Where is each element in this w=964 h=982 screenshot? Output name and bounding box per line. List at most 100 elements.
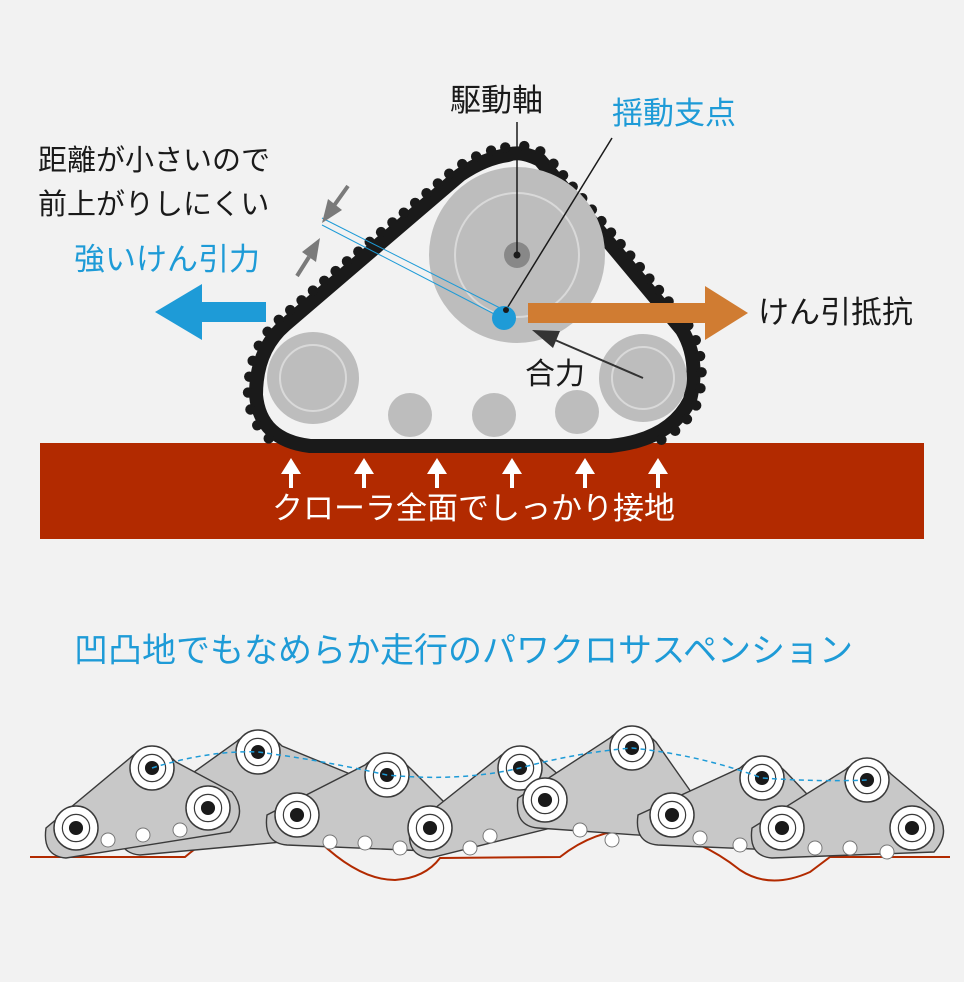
track-tooth — [247, 355, 258, 367]
contact-arrow — [354, 458, 374, 488]
track-tooth — [242, 387, 254, 398]
track-tooth — [409, 197, 421, 209]
suspension-illustration — [30, 725, 950, 882]
track-tooth — [307, 285, 319, 296]
link-wheel-hub — [774, 820, 790, 836]
track-tooth — [263, 433, 274, 444]
contact-arrow — [427, 458, 447, 488]
distance-label-line1: 距離が小さいので — [38, 143, 271, 177]
link-wheel-hub — [859, 772, 875, 788]
track-tooth — [557, 169, 569, 181]
link-wheel-hub — [664, 807, 680, 823]
link-wheel-hub — [537, 792, 553, 808]
track-tooth — [470, 151, 482, 162]
road-wheel — [472, 393, 516, 437]
contact-arrow-head — [354, 458, 374, 474]
link-hole — [392, 840, 408, 856]
distance-arrow-top — [322, 184, 350, 223]
track-tooth — [535, 146, 546, 157]
contact-arrow-head — [575, 458, 595, 474]
contact-arrow — [502, 458, 522, 488]
road-wheel — [388, 393, 432, 437]
link-wheel-hub — [250, 744, 266, 760]
track-tooth — [615, 238, 626, 250]
pivot-dashed-line — [151, 747, 868, 782]
link-hole — [807, 840, 823, 856]
pivot-point — [492, 306, 516, 330]
track-tooth — [656, 434, 667, 446]
track-tooth — [319, 275, 330, 287]
track-tooth — [690, 334, 702, 346]
track-tooth — [696, 367, 707, 378]
ground-contact-label: クローラ全面でしっかり接地 — [272, 491, 675, 527]
track-tooth — [245, 404, 256, 415]
track-tooth — [432, 178, 444, 189]
contact-arrow-head — [648, 458, 668, 474]
link-wheel-hub — [422, 820, 438, 836]
track-tooth — [625, 250, 636, 261]
track-tooth — [681, 414, 693, 425]
contact-arrow-head — [281, 458, 301, 474]
crawler-track — [242, 140, 707, 453]
distance-label-line2: 前上がりしにくい — [38, 187, 270, 221]
road-wheel — [555, 390, 599, 434]
strong-traction-label: 強いけん引力 — [74, 242, 260, 278]
traction-resistance-label: けん引抵抗 — [758, 295, 913, 331]
link-hole — [322, 834, 338, 850]
pivot-leader — [505, 137, 613, 311]
track-tooth — [398, 207, 409, 218]
track-tooth — [444, 168, 455, 179]
link-hole — [172, 822, 188, 838]
link-hole — [879, 844, 895, 860]
track-tooth — [519, 140, 530, 152]
track-tooth — [284, 304, 296, 316]
link-wheel-hub — [904, 820, 920, 836]
link-hole — [357, 835, 373, 851]
pivot-point-label: 揺動支点 — [612, 96, 736, 132]
track-tooth — [421, 187, 432, 199]
track-tooth — [244, 371, 255, 382]
resultant-arrow — [532, 330, 644, 379]
track-tooth — [457, 158, 468, 170]
track-tooth — [330, 265, 341, 277]
contact-arrow — [281, 458, 301, 488]
link-hole — [692, 830, 708, 846]
resultant-force-label: 合力 — [525, 357, 585, 392]
ground-block — [40, 443, 924, 539]
link-hole — [462, 840, 478, 856]
link-hole — [100, 832, 116, 848]
track-tooth — [485, 145, 497, 156]
track-tooth — [694, 350, 706, 362]
track-tooth — [273, 314, 284, 325]
track-tooth — [375, 226, 387, 238]
link-wheel-hub — [200, 800, 216, 816]
track-teeth — [242, 140, 707, 446]
front-idler-ring — [611, 346, 675, 410]
resistance-arrow — [528, 286, 748, 340]
traction-arrow — [155, 284, 266, 340]
distance-line-lower — [321, 224, 503, 319]
link-hole — [572, 822, 588, 838]
link-wheel-hub — [289, 807, 305, 823]
track-tooth — [341, 256, 353, 267]
track-tooth — [262, 326, 273, 337]
contact-arrows — [281, 458, 668, 488]
contact-arrow — [648, 458, 668, 488]
track-tooth — [669, 425, 681, 437]
track-tooth — [500, 142, 511, 153]
link-hole — [732, 837, 748, 853]
drive-shaft-label: 駆動軸 — [450, 83, 543, 119]
link-hole — [135, 827, 151, 843]
track-tooth — [548, 158, 559, 169]
distance-arrow-bottom — [295, 238, 320, 278]
track-tooth — [690, 400, 702, 411]
track-tooth — [296, 295, 307, 306]
suspension-links — [44, 725, 945, 860]
track-tooth — [605, 227, 617, 238]
suspension-title: 凹凸地でもなめらか走行のパワクロサスペンション — [74, 631, 853, 671]
distance-line-upper — [321, 217, 505, 311]
track-tooth — [695, 383, 706, 394]
link-hole — [842, 840, 858, 856]
